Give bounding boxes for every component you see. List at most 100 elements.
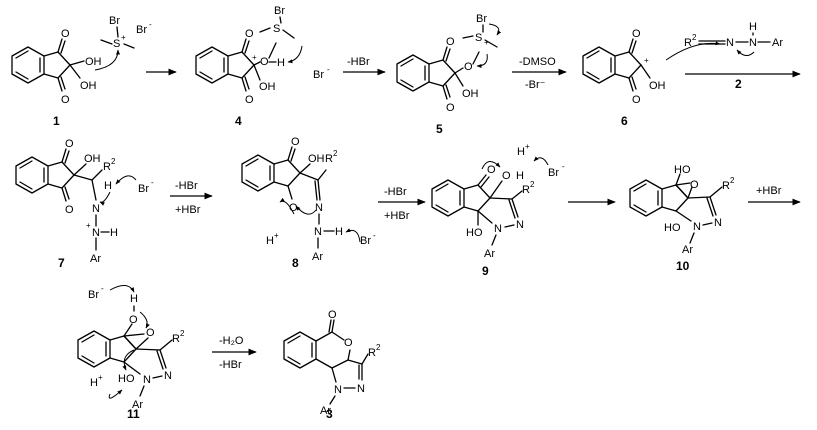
atom-label: - bbox=[101, 284, 104, 293]
atom-label: + bbox=[274, 231, 279, 240]
sulfonium-reagent: Br S + Br - bbox=[94, 15, 152, 71]
atom-label: 6 bbox=[621, 114, 628, 128]
atom-label: R bbox=[522, 184, 530, 196]
atom-label: Ar bbox=[484, 248, 495, 260]
atom-label: +HBr bbox=[756, 185, 782, 197]
atom-label: H bbox=[749, 21, 757, 33]
compound-label: 1 bbox=[53, 114, 60, 128]
compound-5: O O O S + Br OH bbox=[396, 13, 502, 114]
condition-text: -HBr bbox=[347, 56, 370, 68]
atom-label: N bbox=[693, 221, 701, 233]
atom-OH: OH bbox=[85, 56, 102, 68]
atom-label: R bbox=[722, 180, 730, 192]
atom-label: 2 bbox=[333, 149, 338, 158]
atom-label: R bbox=[172, 333, 180, 345]
atom-label: Br bbox=[109, 15, 120, 27]
compound-4: O O + O S Br H OH bbox=[195, 5, 303, 106]
atom-label: O bbox=[260, 56, 269, 68]
atom-label: O bbox=[487, 164, 496, 176]
atom-label: 2 bbox=[730, 176, 735, 185]
atom-label: + bbox=[525, 142, 530, 151]
atom-label: O bbox=[291, 136, 300, 148]
atom-label: N bbox=[164, 370, 172, 382]
atom-label: O bbox=[129, 314, 138, 326]
atom-label: 8 bbox=[292, 256, 299, 270]
atom-label: HO bbox=[674, 164, 691, 176]
atom-label: O bbox=[245, 94, 254, 106]
atom-label: 7 bbox=[58, 256, 65, 270]
atom-label: O bbox=[289, 202, 298, 214]
atom-label: O bbox=[146, 327, 155, 339]
atom-label: -HBr bbox=[219, 359, 242, 371]
atom-label: Br bbox=[360, 235, 371, 247]
atom-label: H bbox=[335, 226, 343, 238]
atom-label: + bbox=[121, 33, 126, 42]
atom-label: H bbox=[517, 146, 525, 158]
atom-label: 10 bbox=[676, 259, 690, 273]
compound-3: O O R 2 N N Ar bbox=[283, 309, 381, 417]
atom-label: S bbox=[113, 38, 120, 50]
atom-label: H bbox=[277, 57, 285, 69]
atom-label: N bbox=[92, 227, 100, 239]
atom-label: H bbox=[90, 377, 98, 389]
atom-label: S bbox=[273, 23, 280, 35]
compound-7: O O OH R 2 H N + N H Ar bbox=[15, 138, 137, 265]
atom-label: Ar bbox=[132, 399, 143, 411]
atom-label: + bbox=[644, 56, 649, 65]
atom-label: + bbox=[98, 373, 103, 382]
atom-label: H bbox=[110, 227, 118, 239]
atom-label: Br bbox=[313, 69, 324, 81]
atom-label: -HBr bbox=[175, 180, 198, 192]
atom-label: OH bbox=[649, 80, 666, 92]
atom-label: Ar bbox=[682, 244, 693, 256]
atom-label: O bbox=[245, 28, 254, 40]
atom-label: - bbox=[151, 178, 154, 187]
atom-label: OH bbox=[259, 81, 276, 93]
atom-label: Br bbox=[136, 24, 147, 36]
compound-1: O O OH OH bbox=[11, 28, 102, 106]
atom-label: R bbox=[368, 347, 376, 359]
atom-label: H bbox=[516, 170, 524, 182]
compound-6: O O + OH bbox=[582, 28, 666, 106]
atom-O: O bbox=[61, 28, 70, 40]
atom-label: O bbox=[690, 179, 699, 191]
atom-label: O bbox=[464, 61, 473, 73]
atom-label: Br bbox=[138, 183, 149, 195]
atom-label: 11 bbox=[127, 407, 140, 421]
atom-label: 2 bbox=[735, 77, 742, 91]
atom-O: O bbox=[61, 94, 70, 106]
atom-OH: OH bbox=[80, 80, 97, 92]
atom-label: 2 bbox=[692, 33, 697, 42]
atom-label: OH bbox=[308, 153, 325, 165]
atom-label: HO bbox=[466, 227, 483, 239]
atom-label: N bbox=[726, 37, 734, 49]
atom-label: O bbox=[632, 28, 641, 40]
compound-8: O O OH R 2 N N H Ar bbox=[241, 136, 361, 263]
compound-10: HO O R 2 N N HO Ar bbox=[629, 164, 735, 256]
atom-label: N bbox=[494, 223, 502, 235]
atom-label: R bbox=[103, 161, 111, 173]
compound-11: O H O R 2 N N HO Ar bbox=[77, 285, 185, 411]
atom-label: Br bbox=[88, 289, 99, 301]
atom-label: 9 bbox=[482, 264, 489, 278]
atom-label: O bbox=[328, 309, 337, 321]
atom-label: OH bbox=[84, 153, 101, 165]
atom-label: Ar bbox=[90, 253, 101, 265]
atom-label: +HBr bbox=[384, 210, 410, 222]
atom-label: N bbox=[92, 203, 100, 215]
atom-label: O bbox=[446, 36, 455, 48]
atom-label: -DMSO bbox=[519, 56, 556, 68]
atom-label: + bbox=[86, 221, 91, 230]
atom-label: OH bbox=[462, 88, 479, 100]
atom-label: R bbox=[325, 153, 333, 165]
atom-label: O bbox=[502, 170, 511, 182]
atom-label: 2 bbox=[180, 329, 185, 338]
atom-label: N bbox=[143, 374, 151, 386]
compound-9: O O R 2 N N HO Ar H + H bbox=[431, 142, 549, 260]
atom-label: O bbox=[344, 337, 353, 349]
atom-label: O bbox=[632, 94, 641, 106]
atom-label: + bbox=[484, 38, 489, 47]
atom-label: 5 bbox=[436, 122, 443, 136]
atom-label: N bbox=[334, 384, 342, 396]
